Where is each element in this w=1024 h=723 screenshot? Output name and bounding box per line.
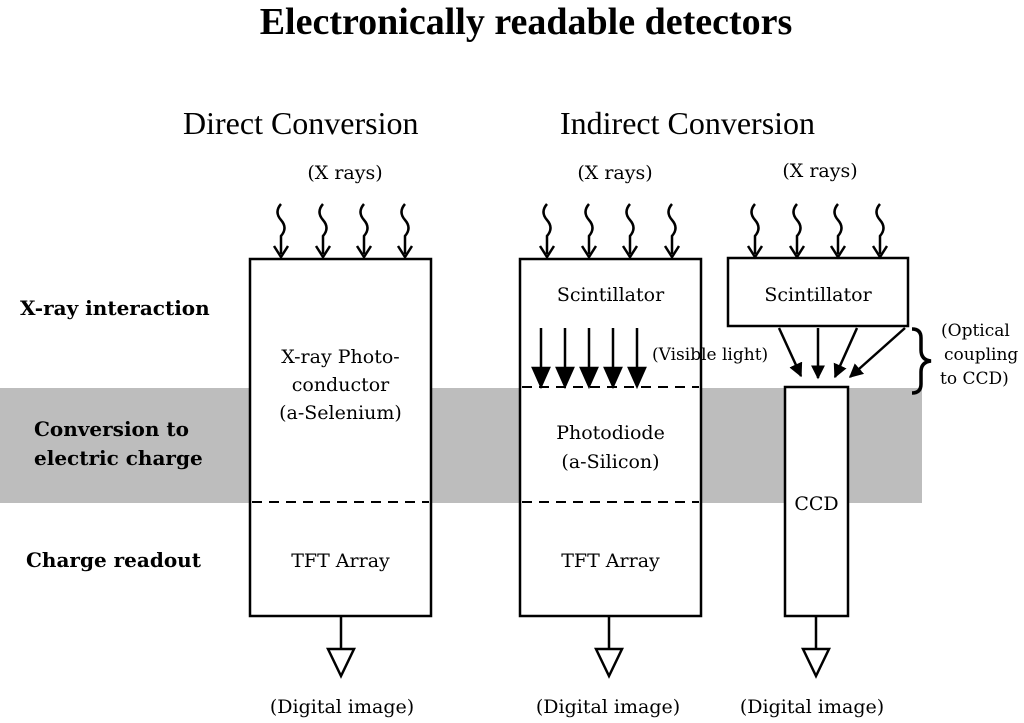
row-label-conversion-line1: Conversion to xyxy=(34,417,189,441)
heading-direct-conversion: Direct Conversion xyxy=(183,105,419,141)
xray-arrows-direct xyxy=(272,203,414,260)
direct-photoconductor-line2: conductor xyxy=(291,374,390,396)
direct-photoconductor-line3: (a-Selenium) xyxy=(279,402,402,424)
indirect-detector-box xyxy=(518,257,703,618)
indirect-photodiode-line1: Photodiode xyxy=(556,422,665,444)
direct-tft-array: TFT Array xyxy=(291,550,390,572)
xray-arrows-ccd xyxy=(746,203,889,260)
direct-photoconductor-line1: X-ray Photo- xyxy=(281,346,400,368)
digital-image-label-indirect: (Digital image) xyxy=(535,696,681,718)
row-label-readout: Charge readout xyxy=(26,548,201,572)
row-label-conversion-line2: electric charge xyxy=(34,446,203,470)
indirect-scintillator: Scintillator xyxy=(556,284,665,306)
indirect-tft-array: TFT Array xyxy=(561,550,660,572)
xrays-label-ccd: (X rays) xyxy=(782,160,858,182)
xray-arrows-indirect xyxy=(538,203,681,260)
xrays-label-indirect: (X rays) xyxy=(577,162,653,184)
optical-coupling-brace xyxy=(911,327,932,395)
heading-indirect-conversion: Indirect Conversion xyxy=(560,105,816,141)
optical-coupling-arrows xyxy=(777,327,906,380)
visible-light-label: (Visible light) xyxy=(652,345,769,365)
diagram-title: Electronically readable detectors xyxy=(259,1,793,43)
conversion-band xyxy=(0,388,922,503)
ccd-label: CCD xyxy=(794,493,839,515)
optical-coupling-line2: coupling xyxy=(944,345,1019,365)
optical-coupling-line1: (Optical xyxy=(941,321,1010,341)
ccd-scintillator-box xyxy=(726,256,910,328)
indirect-photodiode-line2: (a-Silicon) xyxy=(561,451,660,473)
direct-detector-box xyxy=(248,257,433,618)
row-label-interaction: X-ray interaction xyxy=(20,296,210,320)
ccd-scintillator: Scintillator xyxy=(764,284,872,306)
ccd-box xyxy=(783,385,850,618)
digital-image-label-ccd: (Digital image) xyxy=(739,696,885,718)
visible-light-arrows xyxy=(531,328,647,390)
optical-coupling-line3: to CCD) xyxy=(940,369,1009,389)
output-arrows xyxy=(326,617,831,679)
xrays-label-direct: (X rays) xyxy=(307,162,383,184)
digital-image-label-direct: (Digital image) xyxy=(269,696,415,718)
